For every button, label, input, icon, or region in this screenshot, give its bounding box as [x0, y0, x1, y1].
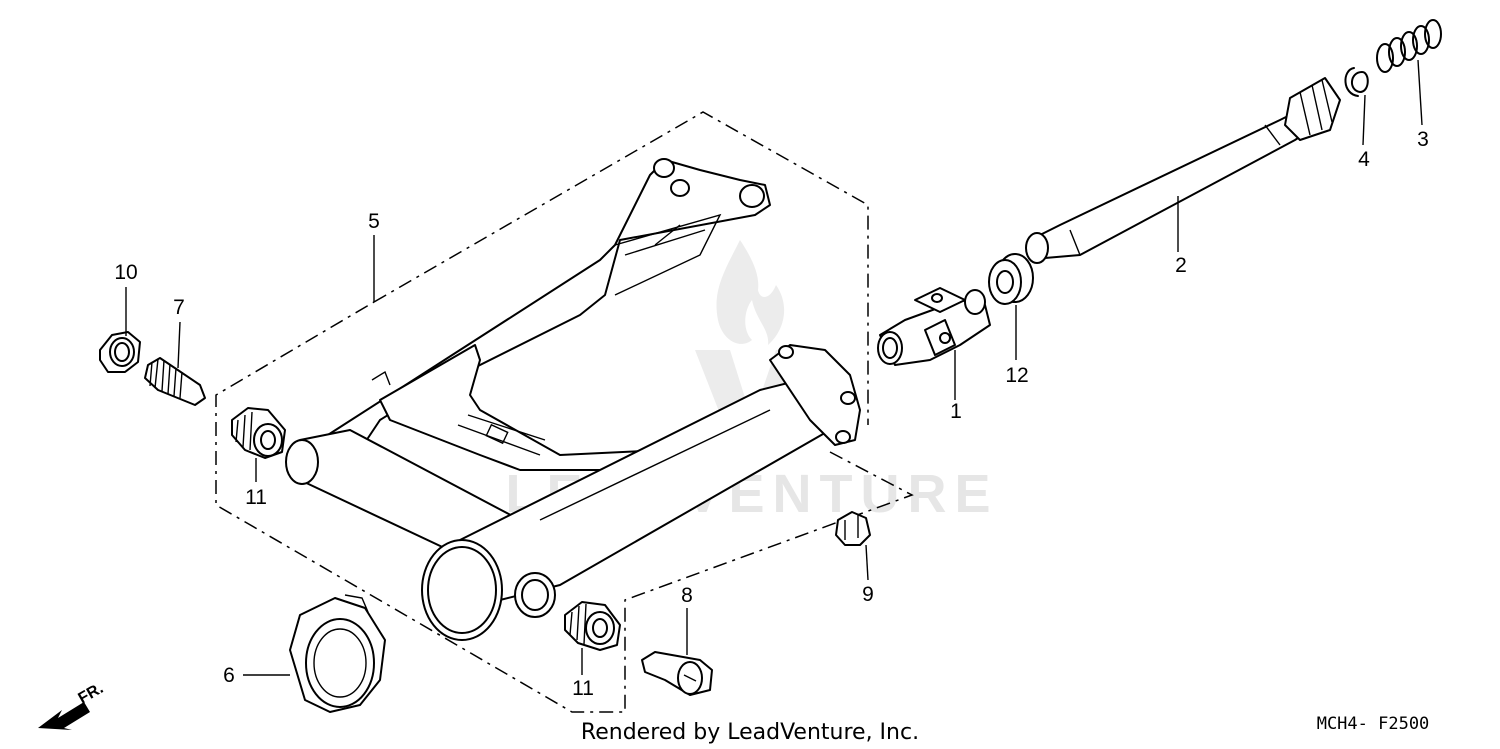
- front-arrow-icon: [38, 702, 90, 730]
- leader-lines: [125, 59, 1423, 676]
- diagram-code: MCH4- F2500: [1317, 714, 1430, 734]
- swingarm-assembly-boundary: [215, 111, 914, 713]
- drive-shaft: [1025, 77, 1341, 264]
- bearing-11-lower: [564, 601, 621, 651]
- callout-8: 8: [681, 584, 693, 607]
- render-credit: Rendered by LeadVenture, Inc.: [581, 720, 919, 745]
- callout-6: 6: [223, 664, 235, 687]
- spring: [1376, 19, 1442, 73]
- bearing-12: [988, 253, 1034, 305]
- callout-12: 12: [1005, 364, 1028, 387]
- universal-joint: [877, 287, 991, 366]
- snap-ring: [1344, 67, 1369, 97]
- front-direction-indicator: FR.: [38, 680, 106, 730]
- callout-5: 5: [368, 210, 380, 233]
- swingarm: [285, 158, 861, 641]
- callout-4: 4: [1358, 148, 1370, 171]
- adjusting-bolt: [641, 651, 713, 696]
- callout-11-upper: 11: [245, 486, 267, 509]
- rubber-boot: [289, 594, 386, 713]
- callout-2: 2: [1175, 254, 1187, 277]
- lock-nut: [99, 331, 141, 373]
- callout-3: 3: [1417, 128, 1429, 151]
- callouts: 1 2 3 4 5 6 7 8 9 10 11 11 12: [114, 128, 1429, 700]
- cap-nut: [835, 511, 871, 546]
- front-label: FR.: [76, 680, 107, 708]
- callout-1: 1: [950, 400, 962, 423]
- callout-11-lower: 11: [572, 677, 594, 700]
- pivot-bolt: [144, 357, 206, 406]
- bearing-11-upper: [231, 407, 286, 459]
- callout-7: 7: [173, 296, 185, 319]
- callout-10: 10: [114, 261, 137, 284]
- callout-9: 9: [862, 583, 874, 606]
